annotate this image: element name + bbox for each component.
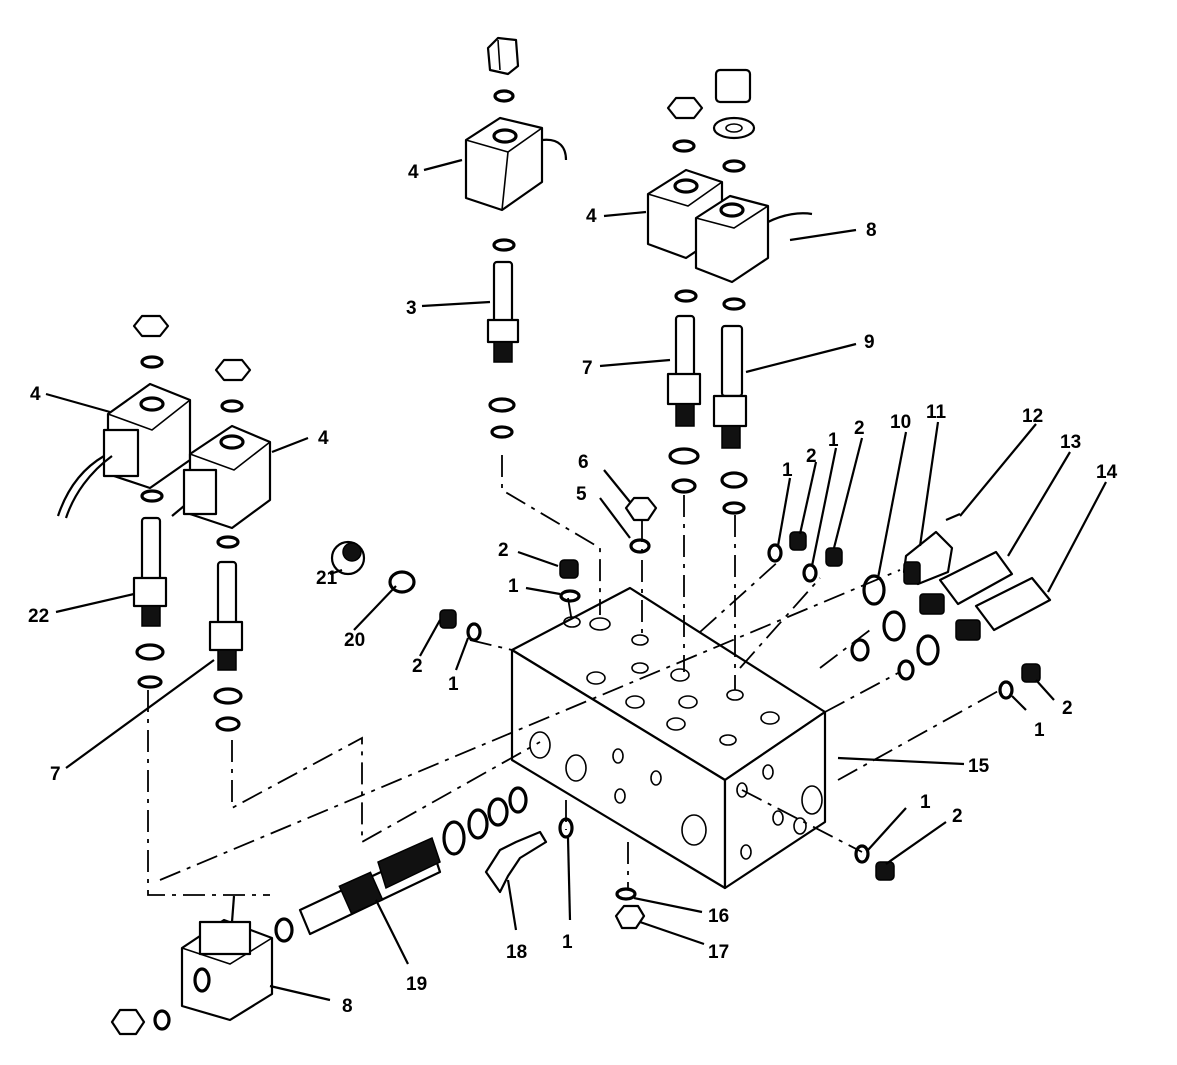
left-solenoid-pair [56, 314, 272, 732]
callout-7: 7 [582, 358, 593, 379]
callout-20: 20 [344, 630, 365, 651]
callout-2: 2 [1062, 698, 1073, 719]
callout-5: 5 [576, 484, 587, 505]
callout-1: 1 [1034, 720, 1045, 741]
callout-2: 2 [952, 806, 963, 827]
callout-4: 4 [586, 206, 597, 227]
manifold-block [510, 586, 827, 890]
callout-10: 10 [890, 412, 911, 433]
callout-9: 9 [864, 332, 875, 353]
callout-3: 3 [406, 298, 417, 319]
callout-1: 1 [448, 674, 459, 695]
callout-16: 16 [708, 906, 729, 927]
callout-1: 1 [828, 430, 839, 451]
callout-1: 1 [920, 792, 931, 813]
callout-19: 19 [406, 974, 427, 995]
callout-6: 6 [578, 452, 589, 473]
callout-22: 22 [28, 606, 49, 627]
callout-1: 1 [508, 576, 519, 597]
callout-4: 4 [408, 162, 419, 183]
right-solenoid-pair [646, 68, 813, 515]
callout-1: 1 [782, 460, 793, 481]
small-parts [110, 496, 1052, 1036]
center-solenoid-valve [464, 36, 568, 439]
callout-8: 8 [342, 996, 353, 1017]
callout-15: 15 [968, 756, 990, 777]
callout-21: 21 [316, 568, 338, 589]
callout-labels: 4 3 4 8 7 9 4 4 22 7 21 20 2 1 2 1 6 5 1… [28, 162, 1118, 1017]
callout-12: 12 [1022, 406, 1043, 427]
callout-14: 14 [1096, 462, 1118, 483]
callout-1: 1 [562, 932, 573, 953]
callout-13: 13 [1060, 432, 1081, 453]
callout-11: 11 [926, 402, 947, 423]
callout-7: 7 [50, 764, 61, 785]
callout-17: 17 [708, 942, 729, 963]
callout-2: 2 [806, 446, 817, 467]
callout-2: 2 [854, 418, 865, 439]
callout-4: 4 [318, 428, 329, 449]
callout-2: 2 [412, 656, 423, 677]
callout-8: 8 [866, 220, 877, 241]
callout-2: 2 [498, 540, 509, 561]
leader-lines [45, 158, 1107, 1002]
callout-4: 4 [30, 384, 41, 405]
callout-18: 18 [506, 942, 527, 963]
